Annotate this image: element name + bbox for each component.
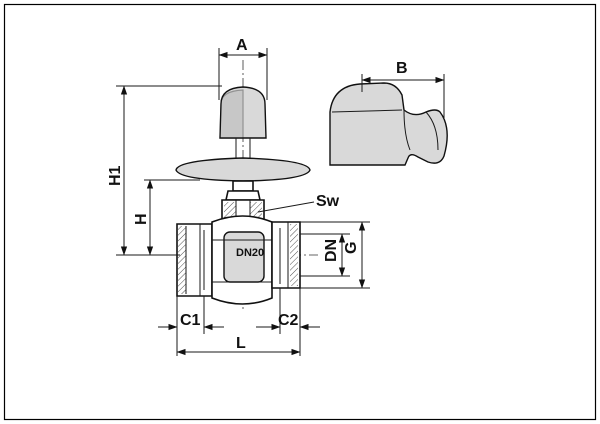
dimension-c2: C2 [256,288,320,356]
sw-label: Sw [316,193,340,210]
stem-nut [232,180,254,192]
dimension-a-label: A [236,37,248,54]
butterfly-handle-side-view [329,82,448,166]
dimension-l-label: L [236,335,246,352]
dimension-dn-label: DN [323,239,340,262]
drawing-frame [3,3,597,421]
dimension-dn: DN [300,233,350,277]
handle-stem [219,86,267,139]
body-marking: DN20 [236,247,264,259]
dimension-h-label: H [133,213,150,225]
dimension-a: A [218,37,268,100]
valve-assembly: DN20 [165,60,318,312]
dimension-c1-label: C1 [180,312,201,329]
dimension-c1: C1 [158,296,224,356]
dimension-b-label: B [396,60,408,77]
dimension-h: H [133,179,200,256]
sw-leader: Sw [257,193,340,213]
dimension-b: B [361,60,445,118]
dimension-g: G [300,221,370,289]
dimension-c2-label: C2 [278,312,299,329]
dimension-h1: H1 [107,85,222,256]
dimension-g-label: G [343,242,360,254]
dimension-h1-label: H1 [107,165,124,186]
handle-plate [175,157,311,182]
dimension-l: L [176,335,301,356]
